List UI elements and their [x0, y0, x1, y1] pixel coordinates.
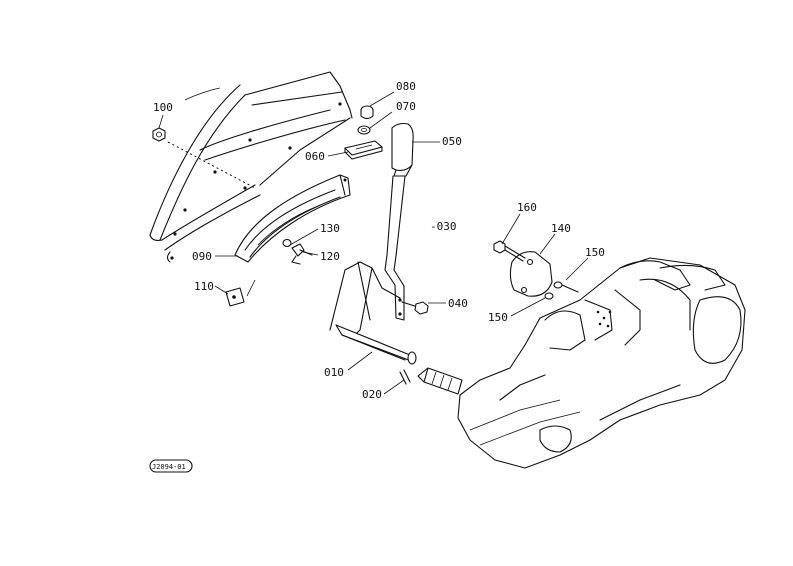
label-070: 070 — [396, 100, 416, 113]
transmission-housing — [457, 257, 746, 469]
shaft-010 — [329, 261, 417, 365]
bolt-040 — [401, 301, 429, 315]
washer-130 — [282, 238, 292, 248]
holder-060 — [344, 140, 383, 160]
label-140: 140 — [551, 222, 571, 235]
shaft-coupling — [417, 367, 463, 395]
drawing-id-text: J2094-01 — [152, 463, 186, 471]
label-120: 120 — [320, 250, 340, 263]
label-050: 050 — [442, 135, 462, 148]
washer-150-upper — [553, 281, 579, 293]
label-090: 090 — [192, 250, 212, 263]
label-130: 130 — [320, 222, 340, 235]
label-100: 100 — [153, 101, 173, 114]
label-160: 160 — [517, 201, 537, 214]
label-150-lower: 150 — [488, 311, 508, 324]
label-150-upper: 150 — [585, 246, 605, 259]
washer-070 — [357, 125, 371, 135]
part-labels: 100 080 070 060 050 -030 040 130 120 090… — [153, 80, 605, 401]
knob-080 — [360, 105, 374, 120]
fender-panel — [149, 71, 353, 263]
label-030: -030 — [430, 220, 457, 233]
label-110: 110 — [194, 280, 214, 293]
wing-bolt-120 — [291, 243, 313, 265]
drawing-id-badge: J2094-01 — [149, 459, 193, 473]
label-010: 010 — [324, 366, 344, 379]
nut-100 — [152, 127, 166, 142]
bolt-160 — [493, 240, 526, 262]
clip-110 — [225, 279, 256, 307]
lever-grip-050 — [391, 122, 414, 177]
plate-140 — [509, 251, 553, 297]
leader-lines — [158, 91, 589, 395]
label-020: 020 — [362, 388, 382, 401]
label-040: 040 — [448, 297, 468, 310]
guide-plate-090 — [234, 174, 351, 263]
label-060: 060 — [305, 150, 325, 163]
label-080: 080 — [396, 80, 416, 93]
washer-150-lower — [544, 292, 554, 300]
lever-rod-030 — [384, 175, 406, 321]
pin-020 — [399, 369, 411, 385]
